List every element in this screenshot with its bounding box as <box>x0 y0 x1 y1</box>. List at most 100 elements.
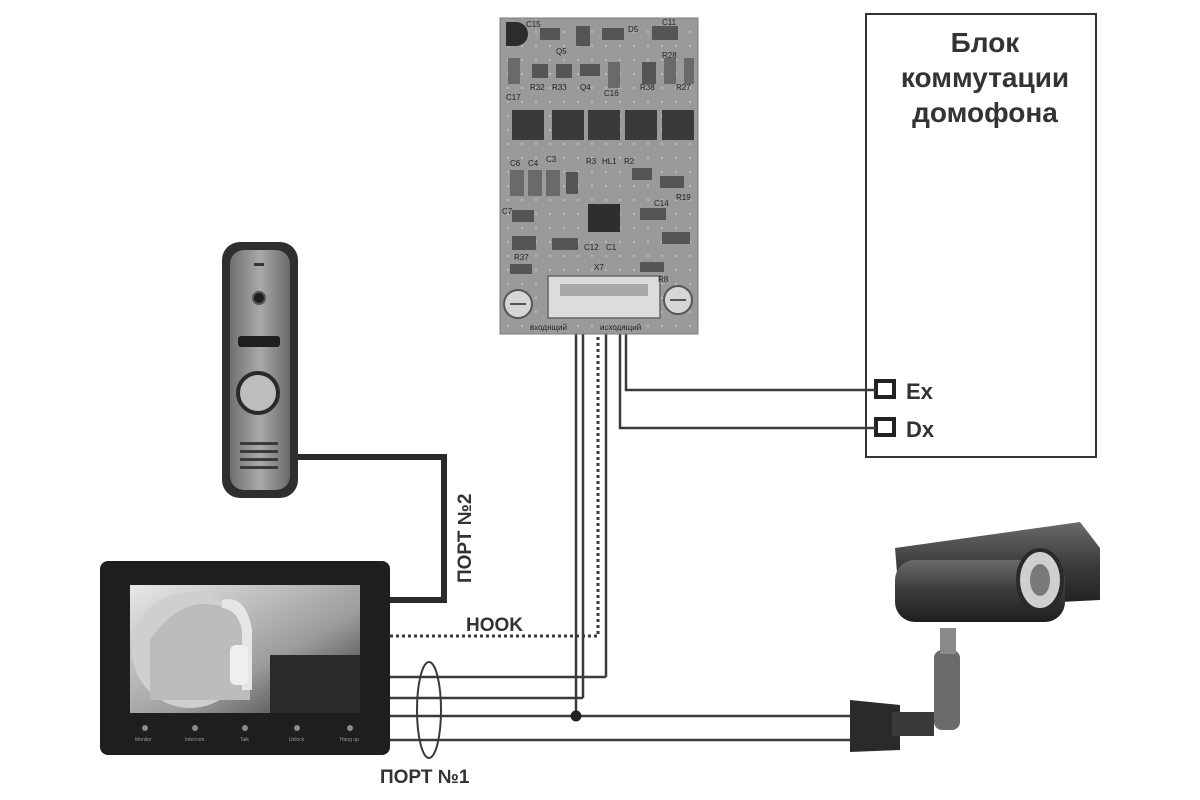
wire-dx <box>618 332 876 430</box>
pcb-label: R32 <box>530 83 545 92</box>
speaker-grille-icon <box>240 442 278 469</box>
hook-label: HOOK <box>466 615 523 636</box>
wiring <box>292 332 876 759</box>
pcb-label: R38 <box>640 83 655 92</box>
nameplate-icon <box>238 336 280 347</box>
pcb-part <box>512 210 534 222</box>
pcb-part <box>652 26 678 40</box>
pcb-label: C16 <box>604 89 619 98</box>
pcb-chip <box>625 110 657 140</box>
pcb-chip <box>512 110 544 140</box>
pcb-part <box>532 64 548 78</box>
camera-lens-inner <box>1030 564 1050 596</box>
wire-hook <box>390 332 600 638</box>
pcb-part <box>640 208 666 220</box>
pcb-label: C12 <box>584 243 599 252</box>
intercom-switching-module: Блок коммутации домофона Ex Dx <box>865 13 1097 458</box>
video-monitor: Monitor Intercom Talk Unlock Hang up <box>100 561 390 755</box>
pcb-label: R28 <box>662 51 677 60</box>
pcb-part <box>556 64 572 78</box>
pcb-label: R3 <box>586 157 597 166</box>
pcb-label: C15 <box>526 20 541 29</box>
port2-label: ПОРТ №2 <box>455 494 476 584</box>
microphone-icon <box>254 263 264 266</box>
pcb-label: C4 <box>528 159 539 168</box>
pcb-part <box>540 28 560 40</box>
pcb-part <box>640 262 664 272</box>
connector-pins <box>560 284 648 296</box>
pcb-label: R8 <box>658 275 669 284</box>
monitor-button-label: Unlock <box>289 737 305 743</box>
pcb-part <box>580 64 600 76</box>
pcb-part <box>632 168 652 180</box>
pcb-part <box>660 176 684 188</box>
pcb-board: D <box>499 17 699 335</box>
pcb-label: R33 <box>552 83 567 92</box>
pcb-part <box>508 58 520 84</box>
screen-image <box>132 592 360 713</box>
wire-port2 <box>292 454 447 603</box>
pcb-label: R37 <box>514 253 529 262</box>
pcb-label: C11 <box>662 18 677 27</box>
pcb-part <box>566 172 578 194</box>
pcb-label: HL1 <box>602 157 617 166</box>
terminal-ex-label: Ex <box>906 379 934 404</box>
module-title-line-1: Блок <box>951 27 1021 58</box>
pcb-part <box>528 170 542 196</box>
terminal-dx-icon <box>874 417 896 437</box>
pcb-label: C1 <box>606 243 617 252</box>
wire-junction <box>570 710 582 722</box>
bell-button-icon <box>236 371 280 415</box>
pcb-part <box>510 264 532 274</box>
module-title-line-2: коммутации <box>901 62 1069 93</box>
pcb-part <box>642 62 656 84</box>
pcb-chip <box>662 110 694 140</box>
monitor-button-label: Hang up <box>340 737 359 743</box>
camera-arm <box>892 712 934 736</box>
pcb-chip <box>552 110 584 140</box>
monitor-button-row: Monitor Intercom Talk Unlock Hang up <box>135 725 359 743</box>
module-title-line-3: домофона <box>912 97 1058 128</box>
connector-x7 <box>547 275 661 319</box>
pcb-label: C14 <box>654 199 669 208</box>
pcb-label: Q4 <box>580 83 591 92</box>
module-box <box>865 13 1097 458</box>
talk-icon <box>242 725 248 731</box>
pcb-label: X7 <box>594 263 604 272</box>
board-caption-left: входящий <box>530 323 567 332</box>
monitor-icon <box>142 725 148 731</box>
pcb-part <box>662 232 690 244</box>
camera-icon <box>252 291 266 305</box>
pcb-label: Q5 <box>556 47 567 56</box>
terminal-ex-icon <box>874 379 896 399</box>
panel-face <box>230 250 290 490</box>
pcb-label: C7 <box>502 207 513 216</box>
pcb-part <box>552 238 578 250</box>
pcb-label: R19 <box>676 193 691 202</box>
pcb-part <box>664 58 676 84</box>
pcb-label: R2 <box>624 157 635 166</box>
hang-up-icon <box>347 725 353 731</box>
pcb-label: C17 <box>506 93 521 102</box>
pcb-part <box>576 26 590 46</box>
pcb-part <box>510 170 524 196</box>
pcb-label: D5 <box>628 25 639 34</box>
camera-joint <box>940 628 956 654</box>
bullet-camera <box>850 522 1100 752</box>
pcb-label: C3 <box>546 155 557 164</box>
camera-arm-vertical <box>934 650 960 730</box>
door-call-panel <box>222 242 298 498</box>
board-logo: D <box>506 44 507 46</box>
port1-label: ПОРТ №1 <box>380 767 470 788</box>
pcb-part <box>684 58 694 84</box>
pcb-label: R27 <box>676 83 691 92</box>
pcb-part <box>602 28 624 40</box>
monitor-button-label: Intercom <box>185 737 204 743</box>
monitor-button-label: Monitor <box>135 737 152 743</box>
pcb-part <box>512 236 536 250</box>
pcb-part <box>546 170 560 196</box>
port1-bundle-ellipse <box>416 661 442 759</box>
unlock-icon <box>294 725 300 731</box>
terminal-dx-label: Dx <box>906 417 935 442</box>
